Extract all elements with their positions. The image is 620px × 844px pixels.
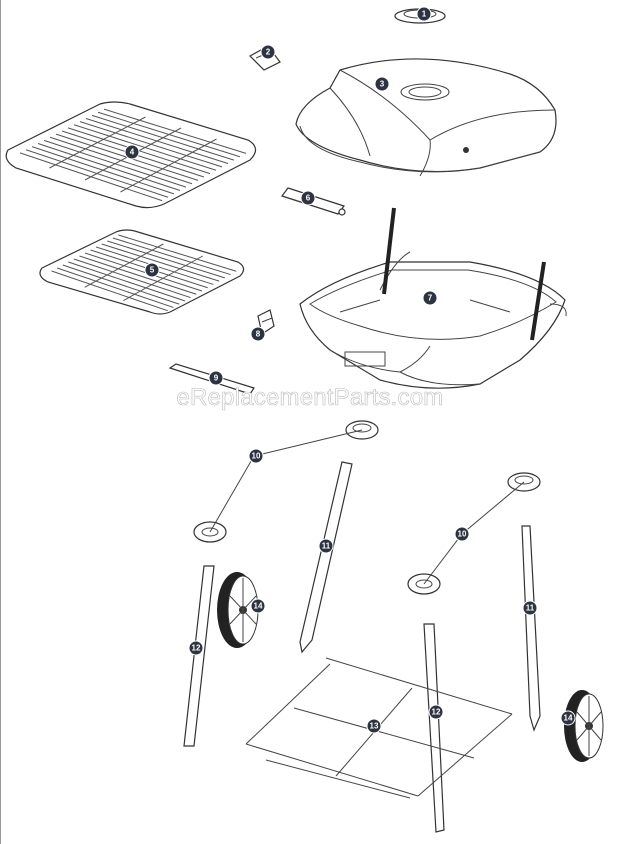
callout-3: 3 (374, 76, 390, 92)
svg-text:2: 2 (266, 48, 271, 57)
callout-8: 8 (250, 326, 266, 342)
svg-text:8: 8 (256, 330, 261, 339)
callout-9: 9 (208, 370, 224, 386)
callout-5: 5 (144, 262, 160, 278)
svg-text:10: 10 (458, 530, 467, 539)
svg-text:12: 12 (432, 708, 441, 717)
callout-12: 12 (428, 704, 444, 720)
wheel-right (564, 690, 604, 762)
grill-lid (295, 58, 557, 177)
svg-text:14: 14 (254, 602, 263, 611)
svg-text:7: 7 (428, 294, 433, 303)
callout-11: 11 (522, 600, 538, 616)
callout-14: 14 (250, 598, 266, 614)
svg-text:14: 14 (564, 714, 573, 723)
svg-text:12: 12 (192, 644, 201, 653)
svg-text:11: 11 (526, 604, 535, 613)
svg-text:6: 6 (306, 194, 311, 203)
callout-4: 4 (124, 144, 140, 160)
fire-bowl (299, 207, 567, 389)
callout-10: 10 (454, 526, 470, 542)
svg-text:4: 4 (130, 148, 135, 157)
svg-text:10: 10 (252, 452, 261, 461)
callout-13: 13 (366, 718, 382, 734)
leg-caps (193, 420, 541, 595)
wheel-left (217, 572, 259, 648)
rear-legs (299, 461, 541, 732)
callout-2: 2 (260, 44, 276, 60)
callout-10: 10 (248, 448, 264, 464)
callout-1: 1 (416, 6, 432, 22)
svg-text:3: 3 (380, 80, 385, 89)
svg-text:1: 1 (422, 10, 427, 19)
bottom-shelf (245, 657, 513, 799)
charcoal-grate (39, 229, 245, 315)
callout-11: 11 (318, 538, 334, 554)
svg-text:5: 5 (150, 266, 155, 275)
callout-7: 7 (422, 290, 438, 306)
wheels (217, 572, 604, 762)
svg-text:11: 11 (322, 542, 331, 551)
svg-text:9: 9 (214, 374, 219, 383)
callout-14: 14 (560, 710, 576, 726)
left-border (0, 0, 1, 844)
svg-text:13: 13 (370, 722, 379, 731)
callout-12: 12 (188, 640, 204, 656)
front-legs (183, 565, 445, 833)
callout-6: 6 (300, 190, 316, 206)
